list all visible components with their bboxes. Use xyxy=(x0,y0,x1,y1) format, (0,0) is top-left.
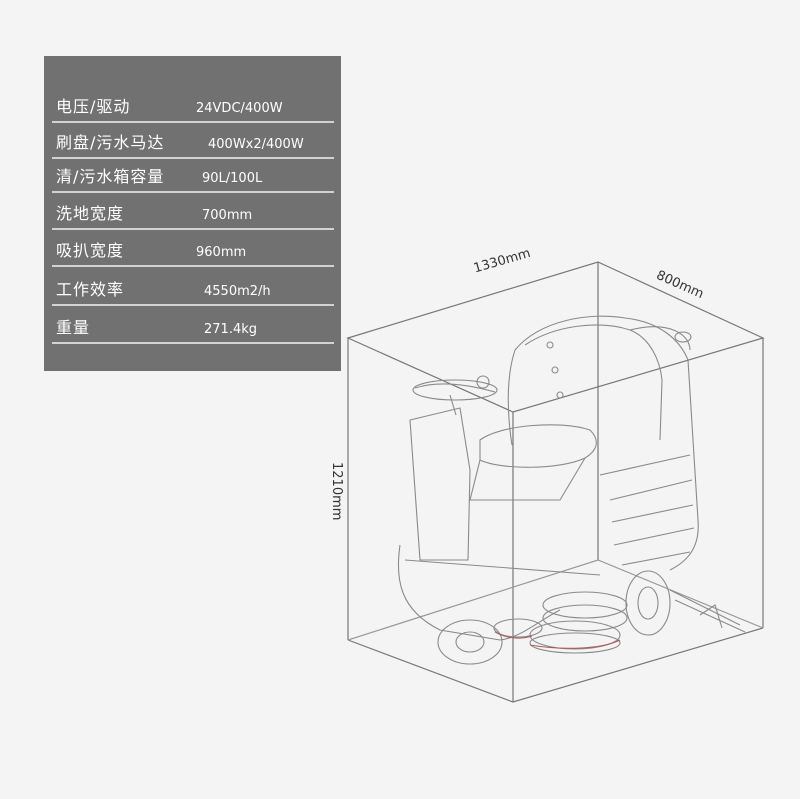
spec-panel: 电压/驱动 24VDC/400W 刷盘/污水马达 400Wx2/400W 清/污… xyxy=(44,56,341,371)
spec-row-motor: 刷盘/污水马达 400Wx2/400W xyxy=(52,120,334,159)
spec-label: 电压/驱动 xyxy=(56,97,131,116)
spec-value: 24VDC/400W xyxy=(196,101,283,116)
brush-bristles xyxy=(494,631,621,649)
spec-value: 271.4kg xyxy=(204,322,257,337)
spec-label: 重量 xyxy=(56,318,91,337)
spec-value: 700mm xyxy=(202,208,253,223)
dimension-box xyxy=(346,261,765,703)
scrubber-machine-outline xyxy=(397,315,746,665)
spec-label: 清/污水箱容量 xyxy=(56,167,165,186)
spec-row-weight: 重量 271.4kg xyxy=(52,305,334,344)
spec-row-efficiency: 工作效率 4550m2/h xyxy=(52,267,334,306)
spec-row-voltage: 电压/驱动 24VDC/400W xyxy=(52,84,334,123)
spec-value: 90L/100L xyxy=(202,171,263,186)
spec-label: 吸扒宽度 xyxy=(56,241,125,260)
spec-label: 刷盘/污水马达 xyxy=(56,133,165,152)
spec-label: 工作效率 xyxy=(56,280,125,299)
spec-value: 960mm xyxy=(196,245,247,260)
spec-row-squeegee-width: 吸扒宽度 960mm xyxy=(52,228,334,267)
spec-value: 4550m2/h xyxy=(204,284,271,299)
spec-row-wash-width: 洗地宽度 700mm xyxy=(52,191,334,230)
spec-row-tank: 清/污水箱容量 90L/100L xyxy=(52,154,334,193)
spec-label: 洗地宽度 xyxy=(56,204,125,223)
dimension-height-label: 1210mm xyxy=(329,462,344,521)
spec-value: 400Wx2/400W xyxy=(208,137,304,152)
